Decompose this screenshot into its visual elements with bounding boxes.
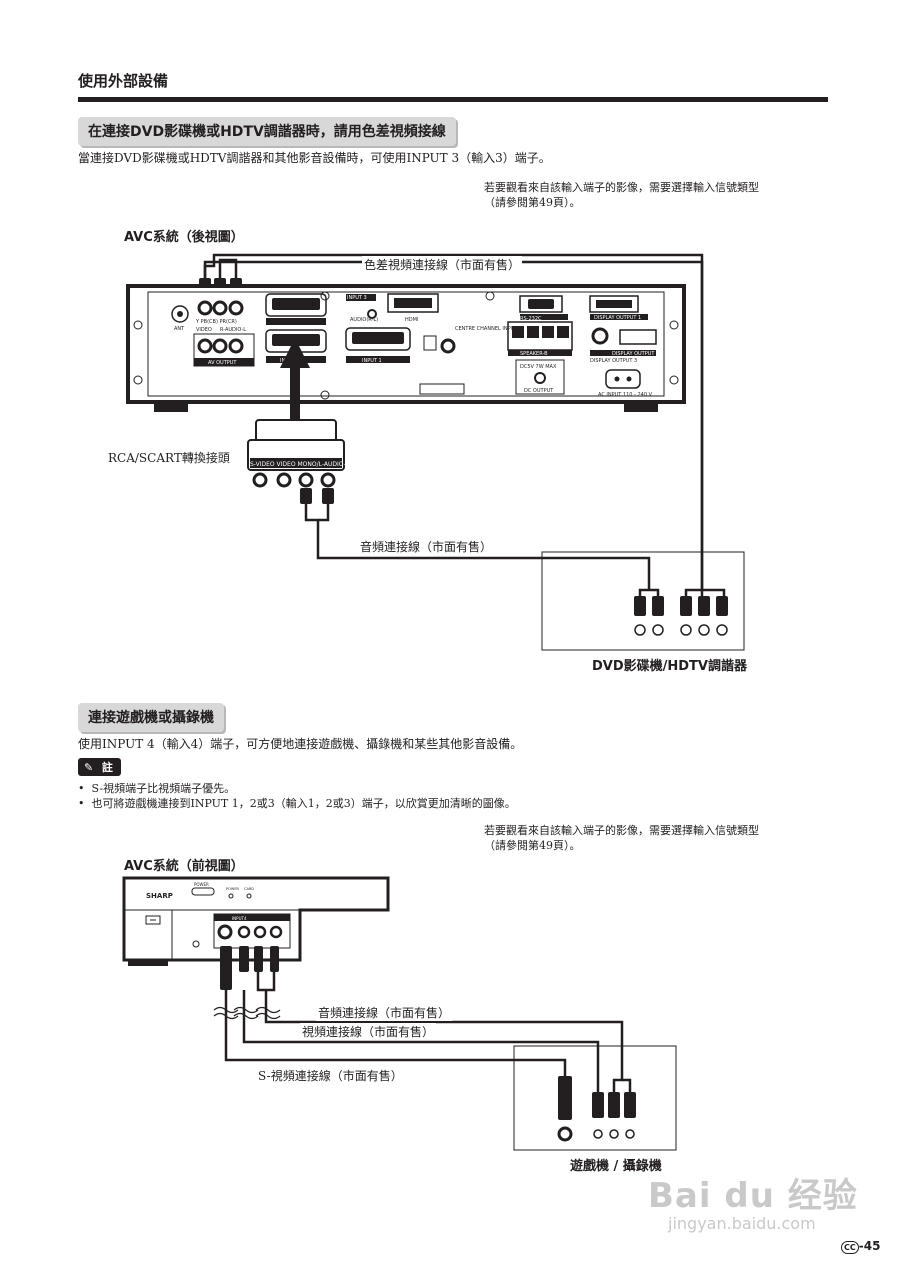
front-cables (224, 970, 632, 1096)
label-dc-output: DC OUTPUT (524, 388, 554, 394)
bullet-2: • 也可將遊戲機連接到INPUT 1，2或3（輸入1，2或3）端子，以欣賞更加清… (78, 797, 516, 810)
svideo-cable-label-front: S-視頻連接線（市面有售） (256, 1067, 405, 1084)
header-rule (78, 97, 828, 102)
section1-intro: 當連接DVD影碟機或HDTV調諧器和其他影音設備時，可使用INPUT 3（輸入3… (78, 151, 551, 165)
bullet-1-text: S-視頻端子比視頻端子優先。 (91, 782, 236, 795)
page-number-text: -45 (858, 1239, 881, 1253)
page-header-title: 使用外部設備 (78, 72, 169, 90)
rear-view-diagram: INPUT 3 HDMI AUDIO(R-L) INPUT 2 INPUT 1 … (126, 253, 745, 651)
bullet-1: • S-視頻端子比視頻端子優先。 (78, 782, 236, 795)
note-badge-label: 註 (101, 761, 113, 774)
dvd-device-box (541, 551, 745, 651)
rear-diagram-title: AVC系統（後視圖） (124, 230, 244, 245)
tv-front-body (122, 876, 390, 966)
pencil-icon: ✎ (84, 761, 94, 774)
label-dc-spec: DC5V 7W MAX (520, 364, 557, 370)
label-speaker-b: SPEAKER-B (520, 351, 548, 357)
label-r-audio-l: R-AUDIO-L (220, 327, 246, 333)
video-cable-label-front: 視頻連接線（市面有售） (300, 1023, 437, 1040)
label-display-output2: DISPLAY OUTPUT 2 (612, 351, 659, 357)
label-display-output1: DISPLAY OUTPUT 1 (594, 315, 641, 321)
device-plugs-rear (634, 596, 728, 616)
section2-note-line2: （請參閱第49頁）。 (484, 839, 581, 852)
bullet-2-text: 也可將遊戲機連接到INPUT 1，2或3（輸入1，2或3）端子，以欣賞更加清晰的… (91, 797, 516, 810)
device-plugs-front (558, 1076, 636, 1120)
label-input3: INPUT 3 (347, 295, 367, 301)
connection-arrow (280, 338, 310, 420)
dvd-device-label: DVD影碟機/HDTV調諧器 (592, 659, 747, 674)
watermark-url: jingyan.baidu.com (668, 1214, 816, 1233)
label-rs232c: RS-232C (520, 316, 542, 322)
rca-scart-adapter (247, 419, 345, 488)
tv-rear-body (126, 284, 686, 412)
game-device-label: 遊戲機 / 攝錄機 (570, 1159, 662, 1174)
game-device-box (513, 1045, 677, 1151)
adapter-jack-labels: S-VIDEO VIDEO MONO/L-AUDIO-R (250, 461, 350, 468)
section2-note-line1: 若要觀看來自該輸入端子的影像，需要選擇輸入信號類型 (484, 824, 759, 837)
front-plugs-tv (220, 946, 279, 990)
label-display-output3: DISPLAY OUTPUT 3 (590, 358, 637, 364)
device-jacks-rear (634, 624, 728, 636)
section1-note-line2: （請參閱第49頁）。 (484, 196, 581, 209)
front-diagram-title: AVC系統（前視圖） (124, 859, 244, 874)
label-ac-input: AC INPUT 110 - 240 V (598, 392, 653, 398)
label-centre-channel: CENTRE CHANNEL INPUT (455, 326, 518, 332)
front-view-diagram: SHARP POWER POWER CARD INPUT4 (122, 876, 677, 1151)
device-jacks-front (557, 1126, 635, 1142)
label-video: VIDEO (196, 327, 212, 333)
adapter-label: RCA/SCART轉換接頭 (106, 449, 232, 466)
label-av-output: AV OUTPUT (208, 360, 237, 366)
page-number: CC-45 (841, 1239, 880, 1254)
watermark-logo: Bai du 经验 (648, 1176, 858, 1216)
section2-heading: 連接遊戲機或攝錄機 (78, 703, 224, 732)
label-ant: ANT (174, 326, 185, 332)
label-audio-in: AUDIO(R-L) (350, 317, 378, 323)
front-power-led-label: POWER (226, 887, 240, 891)
front-power-label: POWER (194, 882, 209, 887)
front-brand: SHARP (146, 892, 173, 900)
front-input4-label: INPUT4 (232, 916, 247, 921)
section2-intro: 使用INPUT 4（輸入4）端子，可方便地連接遊戲機、攝錄機和某些其他影音設備。 (78, 737, 523, 751)
section1-note-line1: 若要觀看來自該輸入端子的影像，需要選擇輸入信號類型 (484, 181, 759, 194)
label-component-jacks: Y PB(CB) PR(CR) (195, 319, 237, 325)
note-badge: ✎ 註 (78, 758, 121, 776)
audio-cable-label-front: 音頻連接線（市面有售） (316, 1004, 453, 1021)
section1-heading: 在連接DVD影碟機或HDTV調諧器時，請用色差視頻接線 (78, 117, 456, 146)
cable-break-marks (213, 1006, 281, 1020)
audio-plugs-adapter (300, 488, 334, 504)
page-icon: CC (841, 1241, 859, 1254)
label-hdmi: HDMI (405, 317, 418, 323)
front-card-led-label: CARD (244, 887, 254, 891)
component-cable-label: 色差視頻連接線（市面有售） (362, 256, 523, 273)
audio-cable-label-rear: 音頻連接線（市面有售） (358, 538, 495, 555)
label-input1: INPUT 1 (362, 358, 382, 364)
